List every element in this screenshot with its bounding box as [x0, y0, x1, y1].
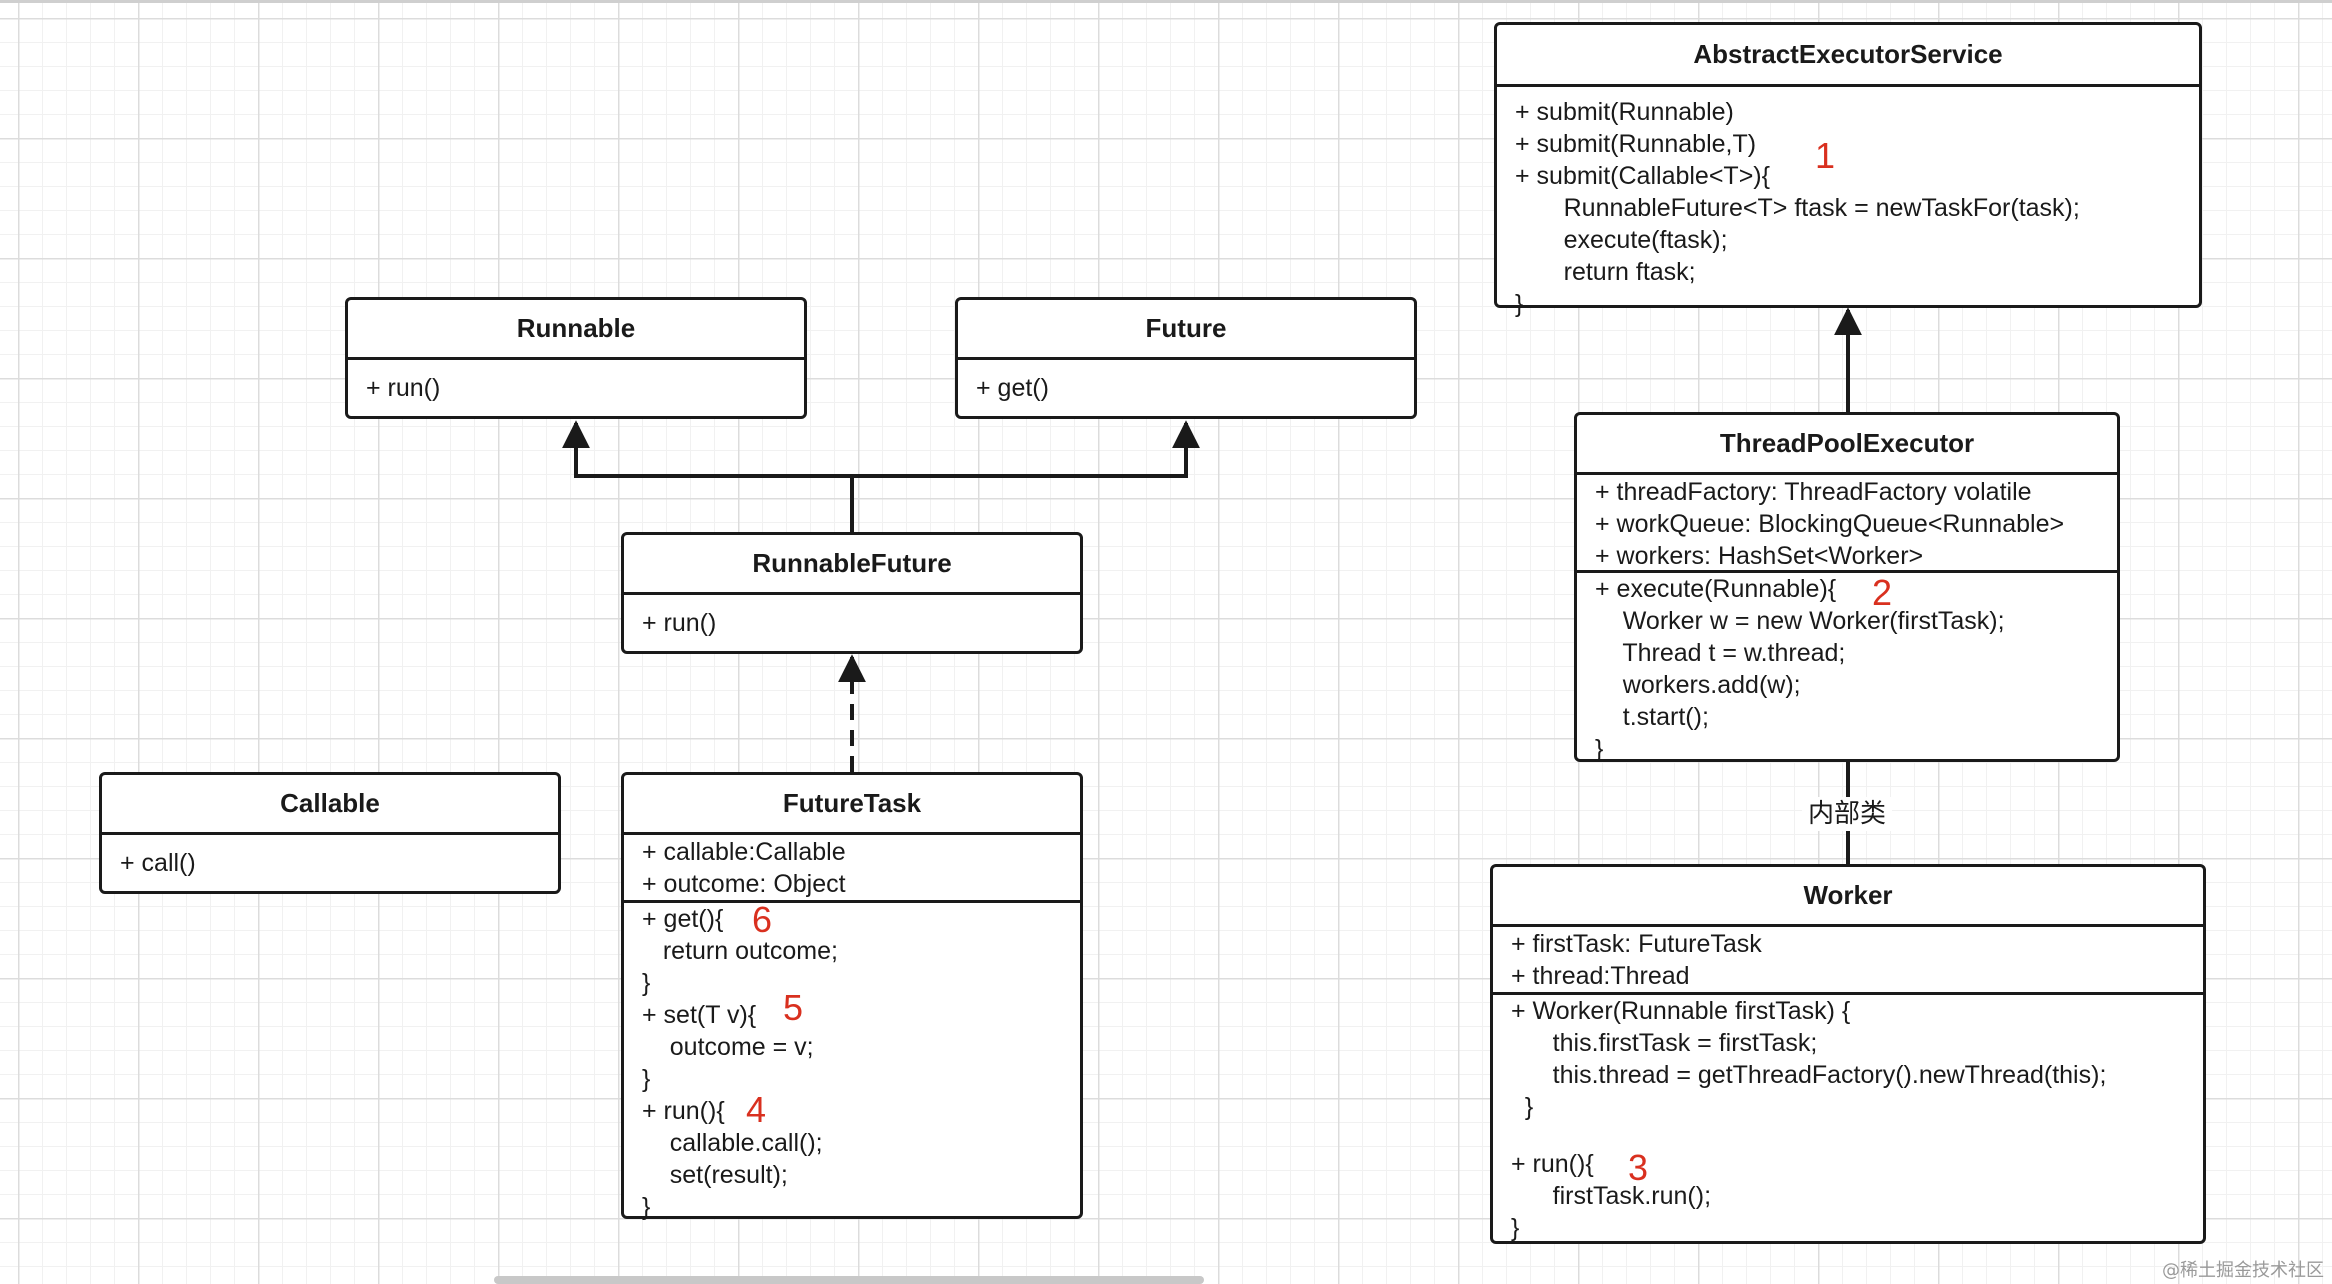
class-runnable-future: RunnableFuture + run(): [621, 532, 1083, 654]
method-line: + execute(Runnable){: [1595, 575, 1837, 603]
method-line: [1511, 1123, 2203, 1148]
step-number-6: 6: [752, 899, 773, 940]
methods-section: + get(): [958, 360, 1414, 404]
method-line: + submit(Runnable): [1515, 98, 1734, 126]
method-line: + run(): [642, 609, 717, 637]
step-number-3: 3: [1628, 1147, 1649, 1188]
class-thread-pool-executor: ThreadPoolExecutor + threadFactory: Thre…: [1574, 412, 2120, 765]
inner-class-label: 内部类: [1802, 797, 1892, 831]
method-line: this.firstTask = firstTask;: [1511, 1029, 1818, 1057]
fields-section: + firstTask: FutureTask + thread:Thread: [1493, 927, 2203, 992]
methods-section: + submit(Runnable) + submit(Runnable,T) …: [1497, 87, 2199, 320]
method-line: workers.add(w);: [1595, 671, 1801, 699]
step-number-1: 1: [1815, 135, 1836, 176]
class-name: AbstractExecutorService: [1497, 25, 2199, 87]
method-line: + call(): [120, 849, 196, 877]
methods-section: + call(): [102, 835, 558, 879]
methods-section: + run(): [624, 595, 1080, 639]
method-line: }: [642, 1065, 651, 1093]
method-line: return ftask;: [1515, 258, 1696, 286]
class-name: Future: [958, 300, 1414, 360]
method-line: + submit(Callable<T>){: [1515, 162, 1770, 190]
method-line: set(result);: [642, 1161, 788, 1189]
class-name: FutureTask: [624, 775, 1080, 835]
fields-section: + callable:Callable + outcome: Object: [624, 835, 1080, 900]
method-line: + get(): [976, 374, 1049, 402]
field-line: + outcome: Object: [642, 870, 846, 898]
step-number-2: 2: [1872, 572, 1893, 613]
step-number-4: 4: [746, 1089, 767, 1130]
field-line: + workers: HashSet<Worker>: [1595, 542, 1924, 570]
method-line: }: [1511, 1214, 1520, 1242]
method-line: }: [1511, 1093, 1534, 1121]
methods-section: + run(): [348, 360, 804, 404]
method-line: this.thread = getThreadFactory().newThre…: [1511, 1061, 2107, 1089]
method-line: + run(){: [642, 1097, 725, 1125]
class-abstract-executor-service: AbstractExecutorService + submit(Runnabl…: [1494, 22, 2202, 318]
method-line: RunnableFuture<T> ftask = newTaskFor(tas…: [1515, 194, 2080, 222]
method-line: }: [1595, 735, 1604, 763]
class-name: Worker: [1493, 867, 2203, 927]
method-line: + Worker(Runnable firstTask) {: [1511, 997, 1851, 1025]
edge-runnablefuture-runnable: [562, 420, 854, 532]
class-name: RunnableFuture: [624, 535, 1080, 595]
field-line: + callable:Callable: [642, 838, 846, 866]
edge-runnablefuture-future: [852, 420, 1200, 478]
method-line: + run(){: [1511, 1150, 1594, 1178]
method-line: firstTask.run();: [1511, 1182, 1712, 1210]
class-name: Callable: [102, 775, 558, 835]
methods-section: + get(){ return outcome; } + set(T v){ o…: [624, 900, 1080, 1223]
method-line: }: [1515, 290, 1524, 318]
class-future: Future + get(): [955, 297, 1417, 419]
method-line: execute(ftask);: [1515, 226, 1728, 254]
class-name: ThreadPoolExecutor: [1577, 415, 2117, 475]
step-number-5: 5: [783, 987, 804, 1028]
methods-section: + execute(Runnable){ Worker w = new Work…: [1577, 570, 2117, 765]
field-line: + threadFactory: ThreadFactory volatile: [1595, 478, 2032, 506]
method-line: + set(T v){: [642, 1001, 757, 1029]
fields-section: + threadFactory: ThreadFactory volatile …: [1577, 475, 2117, 572]
field-line: + workQueue: BlockingQueue<Runnable>: [1595, 510, 2065, 538]
method-line: t.start();: [1595, 703, 1709, 731]
method-line: + get(){: [642, 905, 724, 933]
field-line: + thread:Thread: [1511, 962, 1690, 990]
horizontal-scrollbar[interactable]: [494, 1276, 1204, 1284]
method-line: + run(): [366, 374, 441, 402]
methods-section: + Worker(Runnable firstTask) { this.firs…: [1493, 992, 2203, 1244]
method-line: }: [642, 1193, 651, 1221]
method-line: return outcome;: [642, 937, 838, 965]
watermark: @稀土掘金技术社区: [2162, 1260, 2324, 1281]
field-line: + firstTask: FutureTask: [1511, 930, 1762, 958]
method-line: Thread t = w.thread;: [1595, 639, 1846, 667]
method-line: Worker w = new Worker(firstTask);: [1595, 607, 2005, 635]
class-name: Runnable: [348, 300, 804, 360]
class-runnable: Runnable + run(): [345, 297, 807, 419]
method-line: + submit(Runnable,T): [1515, 130, 1757, 158]
class-worker: Worker + firstTask: FutureTask + thread:…: [1490, 864, 2206, 1244]
method-line: outcome = v;: [642, 1033, 814, 1061]
method-line: callable.call();: [642, 1129, 823, 1157]
class-future-task: FutureTask + callable:Callable + outcome…: [621, 772, 1083, 1221]
class-callable: Callable + call(): [99, 772, 561, 894]
top-border: [0, 0, 2332, 3]
method-line: }: [642, 969, 651, 997]
